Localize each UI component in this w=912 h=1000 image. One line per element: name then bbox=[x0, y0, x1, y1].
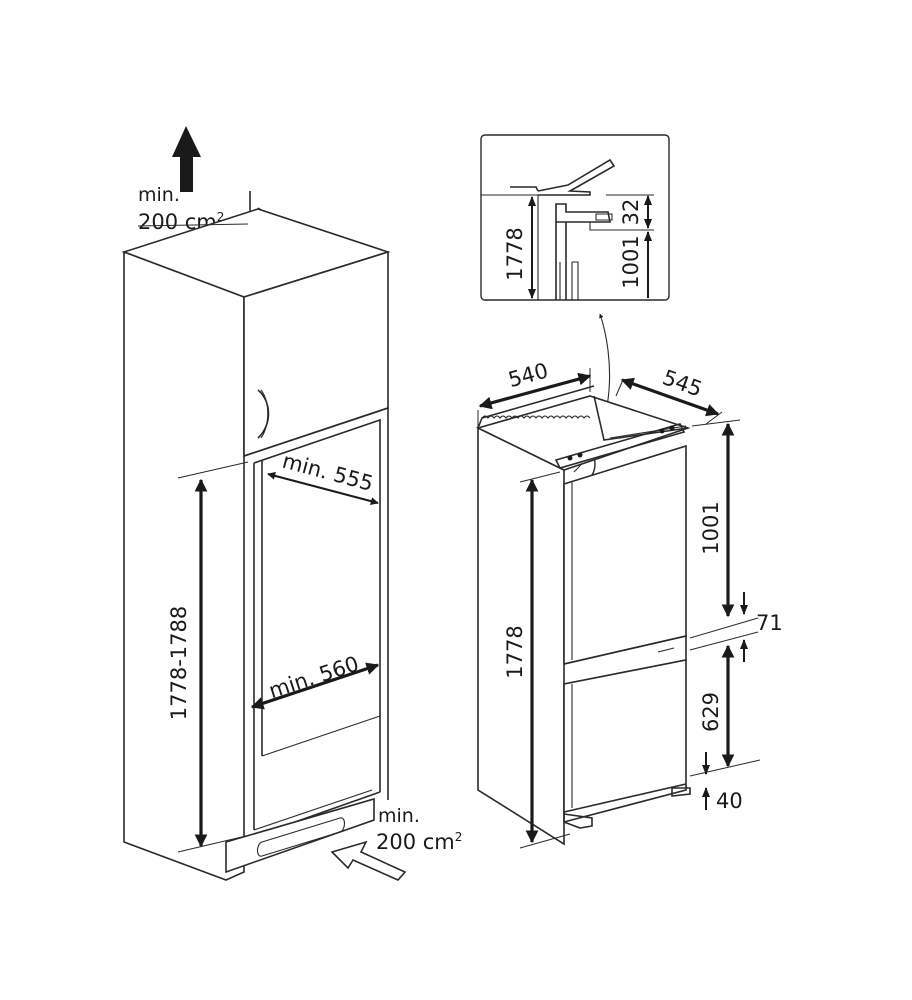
appliance-upper-door bbox=[563, 444, 687, 666]
detail-gap-label: 32 bbox=[619, 199, 643, 226]
appliance-drawing: 540 545 1778 1001 71 629 40 bbox=[475, 358, 783, 849]
appliance-upper-door-label: 1001 bbox=[699, 501, 723, 554]
detail-inset: 1778 32 1001 bbox=[480, 134, 670, 301]
appliance-lower-door-label: 629 bbox=[699, 692, 723, 732]
ventilation-in-arrow-icon bbox=[330, 840, 407, 881]
cabinet-drawing: min. 200 cm2 1778-1788 min. 555 bbox=[121, 126, 462, 881]
appliance-bottom-label: 40 bbox=[716, 789, 743, 813]
detail-door-label: 1001 bbox=[619, 235, 643, 288]
plinth-vent-slot bbox=[256, 817, 346, 857]
niche-height-label: 1778-1788 bbox=[167, 606, 191, 720]
vent-top-label-area: 200 cm2 bbox=[138, 210, 224, 234]
door-handle bbox=[257, 389, 270, 439]
appliance-height-label: 1778 bbox=[503, 625, 527, 678]
detail-height-label: 1778 bbox=[503, 227, 527, 280]
appliance-lower-door bbox=[563, 659, 687, 814]
niche-min-width-bottom-label: min. 560 bbox=[266, 652, 362, 704]
cabinet-side-panel bbox=[123, 250, 245, 881]
ventilation-up-arrow-icon bbox=[172, 126, 201, 192]
appliance-gap-label: 71 bbox=[756, 611, 783, 635]
vent-top-label-min: min. bbox=[138, 184, 180, 206]
cabinet-plinth bbox=[225, 797, 375, 874]
vent-bottom-label-area: 200 cm2 bbox=[376, 830, 462, 854]
vent-bottom-label-min: min. bbox=[378, 805, 420, 827]
